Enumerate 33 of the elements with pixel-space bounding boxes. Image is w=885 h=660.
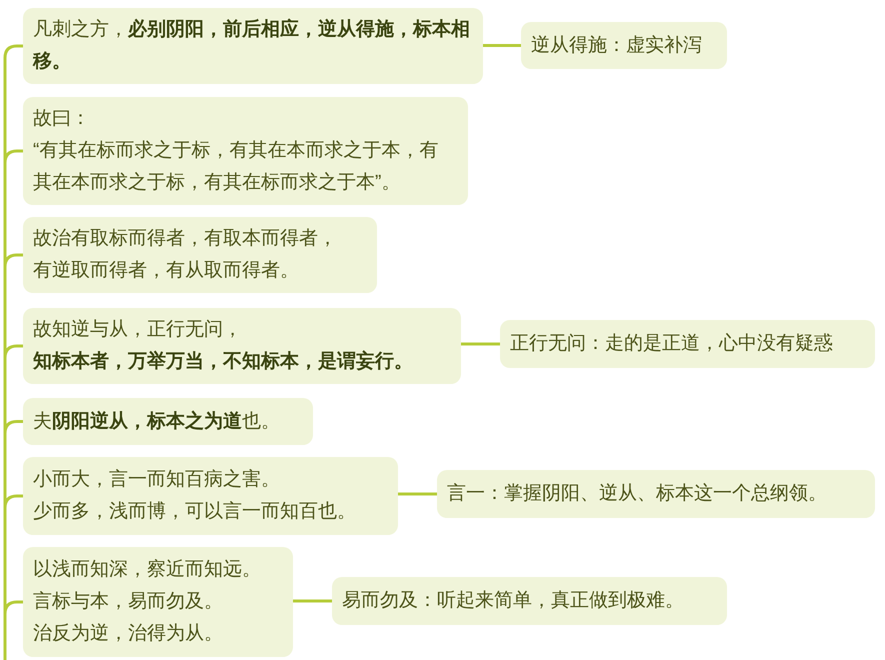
text-box (23, 398, 313, 445)
connector-line (461, 342, 500, 346)
text-box (500, 320, 875, 368)
text-box (437, 470, 875, 518)
text-box (23, 97, 468, 205)
text-line: 易而勿及：听起来简单，真正做到极难。 (342, 589, 685, 613)
text-box (23, 8, 483, 84)
connector-line (293, 600, 332, 602)
text-box (23, 217, 377, 293)
text-line: 言标与本，易而勿及。 (33, 590, 224, 614)
text-box (332, 577, 727, 625)
text-line: 逆从得施：虚实补泻 (531, 34, 703, 58)
text-line: 凡刺之方，必别阴阳，前后相应，逆从得施，标本相移。 (33, 18, 471, 74)
text-line: 知标本者，万举万当，不知标本，是谓妄行。 (33, 349, 414, 374)
text-line: 以浅而知深，察近而知远。 (33, 558, 262, 582)
text-box (23, 547, 293, 657)
text-line: 言一：掌握阴阳、逆从、标本这一个总纲领。 (447, 482, 828, 506)
text-line: “有其在标而求之于标，有其在本而求之于本，有其在本而求之于标，有其在标而求之于本”。 (33, 139, 440, 195)
text-box (521, 22, 727, 69)
connector-line (398, 492, 437, 496)
text-line: 夫阴阳逆从，标本之为道也。 (33, 410, 281, 434)
text-line: 治反为逆，治得为从。 (33, 622, 224, 646)
text-line: 少而多，浅而博，可以言一而知百也。 (33, 500, 357, 524)
text-line: 故知逆与从，正行无问， (33, 318, 243, 342)
connector-line (4, 600, 23, 660)
text-line: 小而大，言一而知百病之害。 (33, 468, 281, 492)
text-line: 正行无问：走的是正道，心中没有疑惑 (510, 332, 834, 356)
text-box (23, 308, 461, 384)
text-box (23, 457, 398, 535)
connector-line (483, 44, 521, 47)
text-line: 故曰： (33, 107, 91, 131)
text-line: 有逆取而得者，有从取而得者。 (33, 259, 300, 283)
text-line: 故治有取标而得者，有取本而得者， (33, 227, 338, 251)
